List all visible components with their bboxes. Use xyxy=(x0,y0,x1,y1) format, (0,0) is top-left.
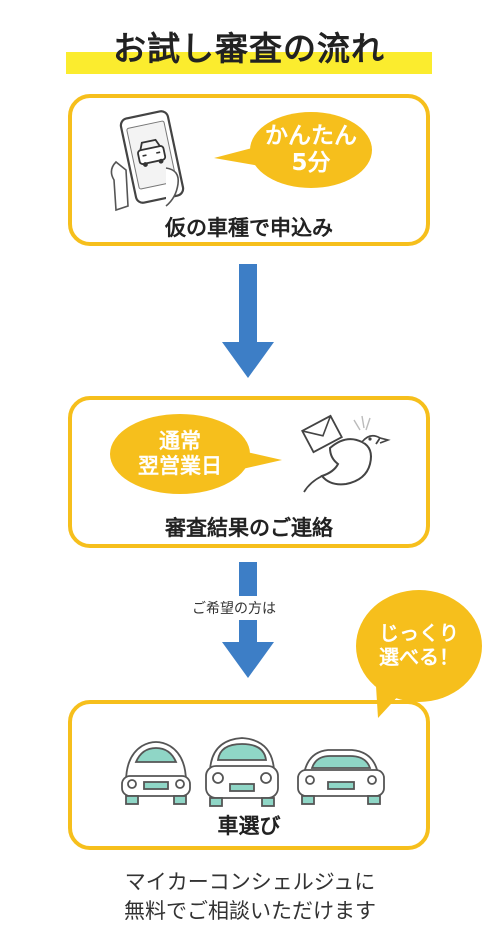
bubble-text-line1: じっくり xyxy=(379,621,459,646)
choose-slowly-bubble: じっくり 選べる！ xyxy=(356,590,482,702)
footer-line1: マイカーコンシェルジュに xyxy=(124,870,376,894)
bubble-text-line2: 翌営業日 xyxy=(138,454,222,478)
footer-text: マイカーコンシェルジュに 無料でご相談いただけます xyxy=(0,868,500,927)
step-1-label: 仮の車種で申込み xyxy=(165,216,333,240)
phone-hand-icon xyxy=(106,110,194,214)
car-icon-3 xyxy=(297,749,385,805)
flow-title-block: お試し審査の流れ xyxy=(66,18,432,76)
bubble-text-line2: 選べる！ xyxy=(379,645,459,669)
step-2-label: 審査結果のご連絡 xyxy=(165,516,333,540)
page-title: お試し審査の流れ xyxy=(113,29,385,68)
bubble-text-line1: 通常 xyxy=(159,429,201,454)
timing-bubble: 通常 翌営業日 xyxy=(110,414,250,494)
bird-letter-icon xyxy=(300,408,396,498)
title-highlight xyxy=(66,52,432,74)
down-arrow-icon xyxy=(222,264,274,380)
step-1-card: かんたん 5分 仮の車種で申込み xyxy=(68,94,430,246)
car-icon xyxy=(121,741,191,805)
bubble-text-line1: かんたん xyxy=(265,122,357,149)
bubble-tail-1 xyxy=(214,144,260,168)
bubble-text-line2: 5分 xyxy=(291,150,331,176)
step-3-label: 車選び xyxy=(217,814,281,838)
step-3-card: 車選び xyxy=(68,700,430,850)
cars-illustration xyxy=(112,726,392,812)
footer-line2: 無料でご相談いただけます xyxy=(124,899,376,924)
conditional-note: ご希望の方は xyxy=(186,596,282,620)
down-arrow-icon-2 xyxy=(222,562,274,680)
step-2-card: 通常 翌営業日 審査結果のご連絡 xyxy=(68,396,430,548)
time-bubble: かんたん 5分 xyxy=(250,112,372,188)
car-icon-2 xyxy=(205,737,279,807)
